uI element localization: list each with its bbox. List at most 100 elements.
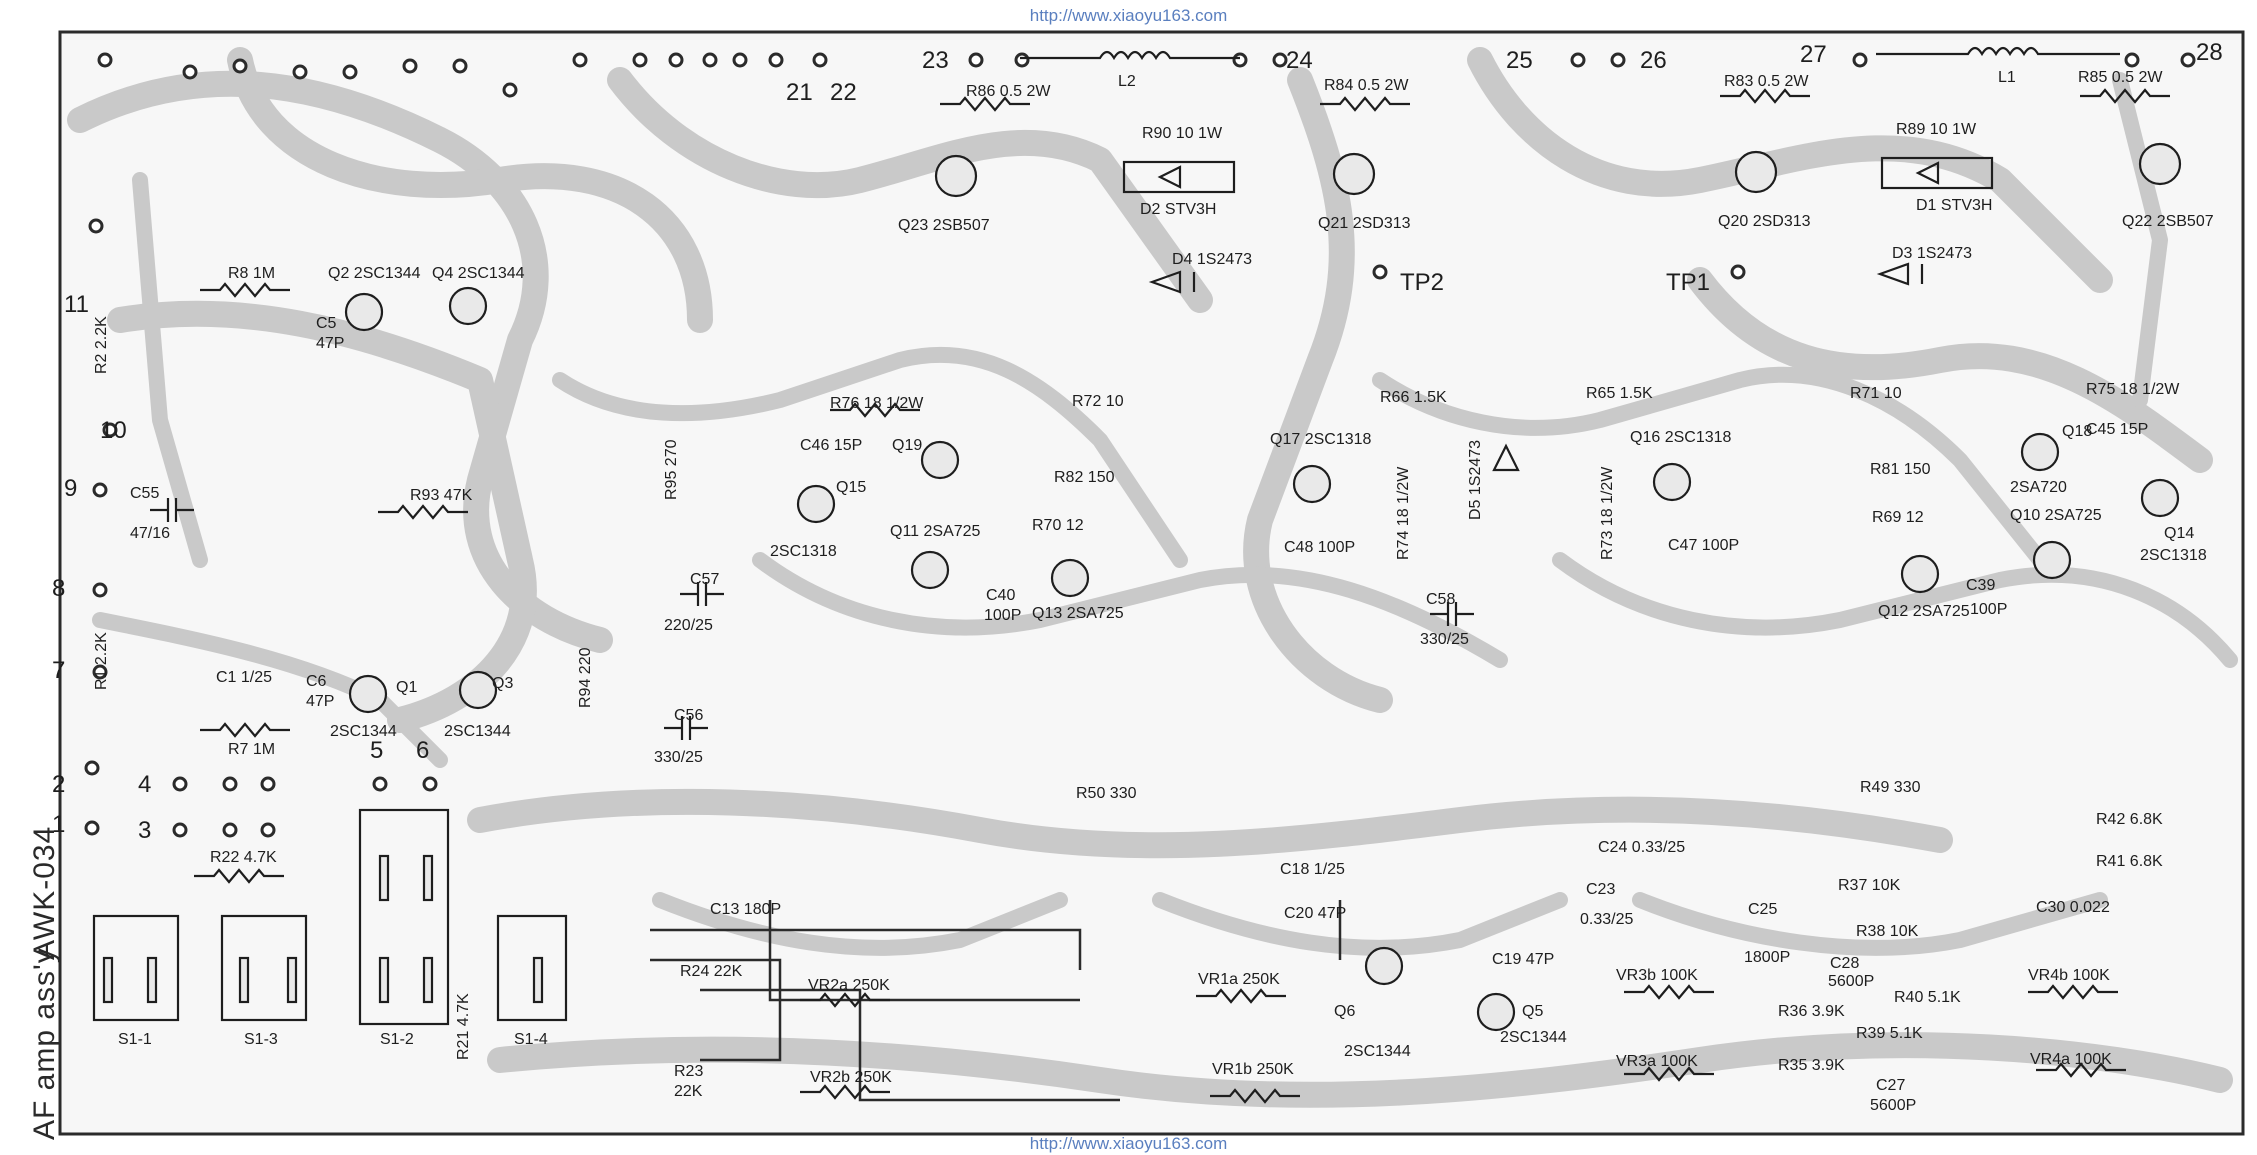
svg-text:Q6: Q6: [1334, 1003, 1355, 1020]
svg-text:R82 150: R82 150: [1054, 469, 1115, 486]
url-footer[interactable]: http://www.xiaoyu163.com: [1029, 1134, 1228, 1153]
switch-s1-1: S1-1: [92, 914, 180, 1048]
svg-text:22: 22: [830, 79, 857, 106]
svg-text:2SC1318: 2SC1318: [2140, 547, 2207, 564]
svg-text:S1-3: S1-3: [244, 1031, 278, 1048]
svg-text:8: 8: [52, 575, 65, 602]
url-header[interactable]: http://www.xiaoyu163.com: [1029, 6, 1228, 25]
svg-text:R86 0.5 2W: R86 0.5 2W: [966, 83, 1051, 100]
svg-text:C47 100P: C47 100P: [1668, 537, 1739, 554]
svg-text:Q1: Q1: [396, 679, 417, 696]
svg-text:Q2 2SC1344: Q2 2SC1344: [328, 265, 421, 282]
diode-d1: D1 STV3H: [1880, 156, 1994, 214]
svg-text:Q10 2SA725: Q10 2SA725: [2010, 507, 2102, 524]
svg-text:C25: C25: [1748, 901, 1777, 918]
svg-text:Q15: Q15: [836, 479, 866, 496]
svg-text:R75 18 1/2W: R75 18 1/2W: [2086, 381, 2180, 398]
svg-text:C23: C23: [1586, 881, 1615, 898]
svg-text:R76 18 1/2W: R76 18 1/2W: [830, 395, 924, 412]
svg-text:Q20 2SD313: Q20 2SD313: [1718, 213, 1811, 230]
svg-text:R85 0.5 2W: R85 0.5 2W: [2078, 69, 2163, 86]
svg-text:Q12 2SA725: Q12 2SA725: [1878, 603, 1970, 620]
svg-text:C6: C6: [306, 673, 327, 690]
svg-text:S1-2: S1-2: [380, 1031, 414, 1048]
svg-text:28: 28: [2196, 39, 2223, 66]
svg-text:R24 22K: R24 22K: [680, 963, 743, 980]
svg-text:C56: C56: [674, 707, 703, 724]
svg-text:C58: C58: [1426, 591, 1455, 608]
svg-text:C40: C40: [986, 587, 1015, 604]
svg-text:D4 1S2473: D4 1S2473: [1172, 251, 1252, 268]
svg-text:2SA720: 2SA720: [2010, 479, 2067, 496]
solder-pads: [84, 52, 2196, 838]
svg-text:D1 STV3H: D1 STV3H: [1916, 197, 1992, 214]
svg-text:R95 270: R95 270: [663, 439, 680, 500]
svg-text:2SC1344: 2SC1344: [444, 723, 511, 740]
svg-text:C28: C28: [1830, 955, 1859, 972]
svg-text:R50 330: R50 330: [1076, 785, 1137, 802]
svg-text:R81 150: R81 150: [1870, 461, 1931, 478]
svg-text:L1: L1: [1998, 69, 2016, 86]
svg-text:R84 0.5 2W: R84 0.5 2W: [1324, 77, 1409, 94]
svg-text:R73 18 1/2W: R73 18 1/2W: [1599, 466, 1616, 560]
svg-text:R40 5.1K: R40 5.1K: [1894, 989, 1961, 1006]
svg-text:R94 220: R94 220: [577, 647, 594, 708]
svg-text:5: 5: [370, 737, 383, 764]
svg-text:VR2b 250K: VR2b 250K: [810, 1069, 892, 1086]
svg-text:100P: 100P: [1970, 601, 2007, 618]
svg-text:47/16: 47/16: [130, 525, 170, 542]
transistor-q23: Q23 2SB507: [898, 154, 990, 234]
svg-text:C39: C39: [1966, 577, 1995, 594]
svg-text:R2 2.2K: R2 2.2K: [93, 316, 110, 374]
svg-text:330/25: 330/25: [654, 749, 703, 766]
svg-text:C48 100P: C48 100P: [1284, 539, 1355, 556]
transistor-q11: Q11 2SA725: [890, 523, 981, 590]
transistor-q21: Q21 2SD313: [1318, 152, 1411, 232]
svg-text:VR3b 100K: VR3b 100K: [1616, 967, 1698, 984]
svg-text:Q18: Q18: [2062, 423, 2092, 440]
resistors: R8 1M R7 1M R22 4.7K R93 47K R76 18 1/2W…: [93, 69, 2180, 1100]
svg-text:Q3: Q3: [492, 675, 513, 692]
svg-text:2SC1318: 2SC1318: [770, 543, 837, 560]
svg-text:R49 330: R49 330: [1860, 779, 1921, 796]
transistor-q15: Q15 2SC1318: [770, 479, 866, 560]
svg-text:3: 3: [138, 817, 151, 844]
svg-text:C57: C57: [690, 571, 719, 588]
svg-text:C45 15P: C45 15P: [2086, 421, 2148, 438]
svg-text:21: 21: [786, 79, 813, 106]
svg-text:1800P: 1800P: [1744, 949, 1790, 966]
svg-text:L2: L2: [1118, 73, 1136, 90]
svg-text:R93 47K: R93 47K: [410, 487, 473, 504]
svg-text:C5: C5: [316, 315, 337, 332]
transistor-q3: Q3 2SC1344: [444, 670, 513, 740]
svg-text:D3 1S2473: D3 1S2473: [1892, 245, 1972, 262]
inductor-l2: L2: [1020, 50, 1240, 90]
inductor-l1: L1: [1876, 46, 2120, 86]
svg-text:C24 0.33/25: C24 0.33/25: [1598, 839, 1685, 856]
svg-text:R65 1.5K: R65 1.5K: [1586, 385, 1653, 402]
svg-text:Q16 2SC1318: Q16 2SC1318: [1630, 429, 1732, 446]
wire-jumpers: [650, 900, 1342, 1102]
svg-text:VR1b 250K: VR1b 250K: [1212, 1061, 1294, 1078]
switch-s1-3: S1-3: [220, 914, 308, 1048]
svg-text:22K: 22K: [674, 1083, 703, 1100]
svg-text:C13 180P: C13 180P: [710, 901, 781, 918]
svg-text:7: 7: [52, 657, 65, 684]
svg-text:1: 1: [52, 811, 65, 838]
svg-text:26: 26: [1640, 47, 1667, 74]
terminal-labels: 1 2 3 4 5 6 7 8 9 10 11 21 22 23 24 25 2…: [52, 39, 2223, 844]
svg-text:23: 23: [922, 47, 949, 74]
transistor-q12: Q12 2SA725: [1878, 554, 1970, 620]
svg-text:C30 0.022: C30 0.022: [2036, 899, 2110, 916]
svg-text:47P: 47P: [316, 335, 344, 352]
svg-text:C27: C27: [1876, 1077, 1905, 1094]
transistor-q16: Q16 2SC1318: [1630, 429, 1732, 502]
transistor-q17: Q17 2SC1318: [1270, 431, 1372, 504]
svg-text:27: 27: [1800, 41, 1827, 68]
svg-text:C46 15P: C46 15P: [800, 437, 862, 454]
svg-text:9: 9: [64, 475, 77, 502]
transistor-q13: Q13 2SA725: [1032, 558, 1124, 622]
